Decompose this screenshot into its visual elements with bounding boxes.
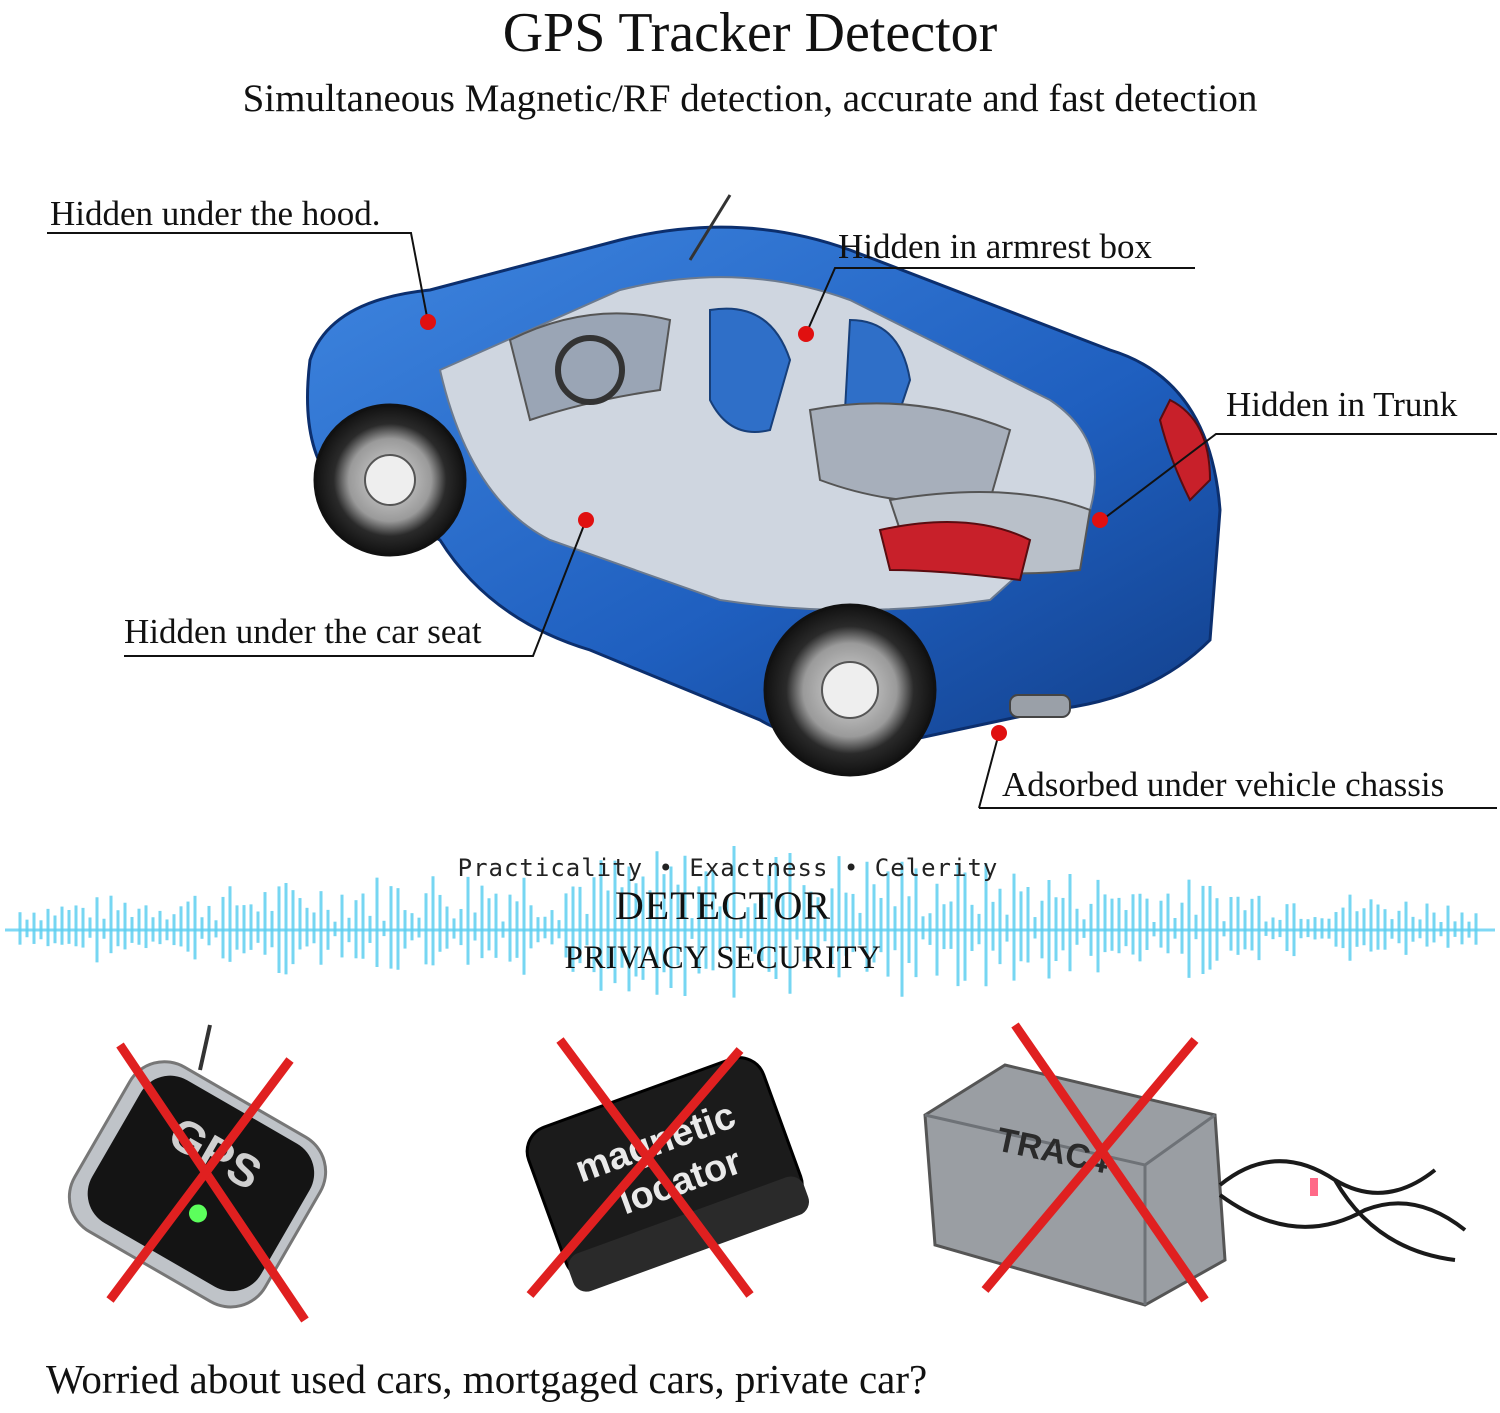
banner-tagline: Practicality • Exactness • Celerity — [457, 854, 999, 882]
gps-device-crossed: GPS — [67, 1024, 328, 1323]
footer-question: Worried about used cars, mortgaged cars,… — [46, 1356, 928, 1402]
banner-brand: DETECTOR — [614, 883, 832, 928]
callout-hidden-under-hood: Hidden under the hood. — [50, 194, 381, 233]
callout-hidden-under-seat: Hidden under the car seat — [124, 612, 482, 651]
banner-privacy: PRIVACY SECURITY — [564, 940, 882, 976]
magnetic-locator-crossed: magnetic locator — [525, 1037, 809, 1298]
trac4-tracker-crossed: TRAC4 — [923, 1022, 1467, 1307]
signal-wave-graphic — [5, 846, 1495, 998]
callout-under-chassis: Adsorbed under vehicle chassis — [1002, 765, 1445, 804]
callout-hidden-in-armrest: Hidden in armrest box — [838, 227, 1152, 266]
page-title: GPS Tracker Detector — [502, 2, 998, 64]
page-subtitle: Simultaneous Magnetic/RF detection, accu… — [242, 77, 1258, 120]
car-cutaway-illustration — [306, 194, 1222, 777]
callout-hidden-in-trunk: Hidden in Trunk — [1226, 385, 1458, 424]
